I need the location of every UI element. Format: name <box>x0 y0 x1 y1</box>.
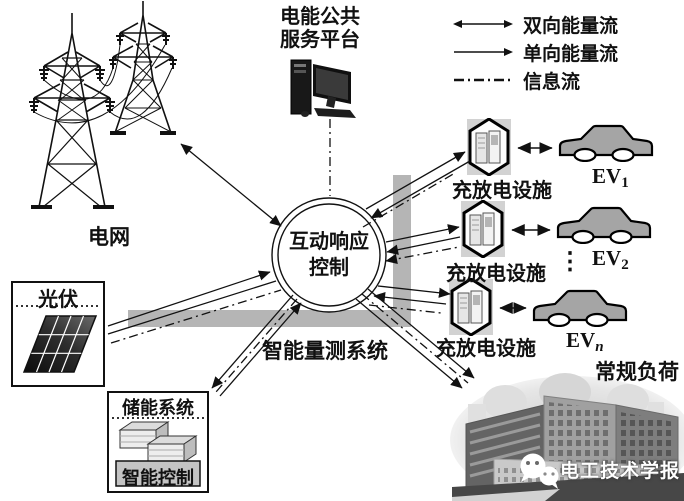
facility-label-2: 充放电设施 <box>446 263 546 285</box>
charging-facility-icon-2 <box>460 200 506 258</box>
unidirectional-arrow-icon <box>454 48 513 56</box>
legend-label-bidirectional: 双向能量流 <box>523 15 619 37</box>
ev-label-n-base: EV <box>566 328 596 352</box>
legend-row-unidirectional: 单向能量流 <box>452 40 619 65</box>
control-circle <box>271 197 387 313</box>
pv-box <box>11 281 105 387</box>
platform-label-line2: 服务平台 <box>280 29 360 51</box>
storage-label: 储能系统 <box>122 398 194 418</box>
ev-label-2: EV2 <box>592 246 629 274</box>
ev-label-1-sub: 1 <box>621 175 629 191</box>
pv-label: 光伏 <box>38 289 78 311</box>
metering-label: 智能量测系统 <box>262 339 388 363</box>
storage-box <box>107 391 209 493</box>
charging-facility-icon-1 <box>466 118 512 176</box>
bidirectional-arrow-icon <box>453 20 513 28</box>
control-label: 互动响应 控制 <box>279 229 379 281</box>
ev-car-icon-1 <box>558 124 654 162</box>
solar-panel-icon <box>22 315 98 373</box>
ev-list-ellipsis: ⋮ <box>558 249 582 275</box>
building-illustration <box>450 373 684 501</box>
watermark-label: 电工技术学报 <box>560 461 681 482</box>
insulator-icons <box>29 33 177 113</box>
transmission-towers-icon <box>29 1 177 209</box>
ev-car-icon-n <box>532 289 628 327</box>
platform-label: 电能公共 服务平台 <box>258 6 382 52</box>
ev-facility-arrows <box>499 142 553 314</box>
control-label-line2: 控制 <box>309 257 349 279</box>
battery-icon <box>118 421 198 463</box>
legend-label-information: 信息流 <box>523 71 581 93</box>
control-label-line1: 互动响应 <box>289 231 369 253</box>
platform-label-line1: 电能公共 <box>280 6 360 28</box>
information-flow-icon <box>454 78 512 82</box>
ev-label-n-sub: n <box>595 339 604 355</box>
facility-label-3: 充放电设施 <box>436 338 536 360</box>
wechat-icon <box>520 453 559 489</box>
smart-control-box <box>115 460 201 487</box>
legend: 双向能量流 单向能量流 信息流 <box>452 12 619 93</box>
load-label: 常规负荷 <box>595 360 679 384</box>
computer-icon <box>290 59 356 118</box>
ev-label-2-base: EV <box>592 246 622 270</box>
legend-row-information: 信息流 <box>452 68 618 93</box>
grid-label: 电网 <box>88 225 130 249</box>
facility-label-1: 充放电设施 <box>452 180 552 202</box>
ev-label-2-sub: 2 <box>621 257 629 273</box>
ev-label-1-base: EV <box>592 164 622 188</box>
charging-facility-icon-3 <box>448 278 494 336</box>
legend-row-bidirectional: 双向能量流 <box>452 12 619 37</box>
ev-label-n: EVn <box>566 328 604 356</box>
flow-arrows <box>107 119 475 397</box>
legend-label-unidirectional: 单向能量流 <box>523 43 619 65</box>
smart-control-label: 智能控制 <box>122 468 194 488</box>
ev-car-icon-2 <box>556 206 652 244</box>
ev-label-1: EV1 <box>592 164 629 192</box>
